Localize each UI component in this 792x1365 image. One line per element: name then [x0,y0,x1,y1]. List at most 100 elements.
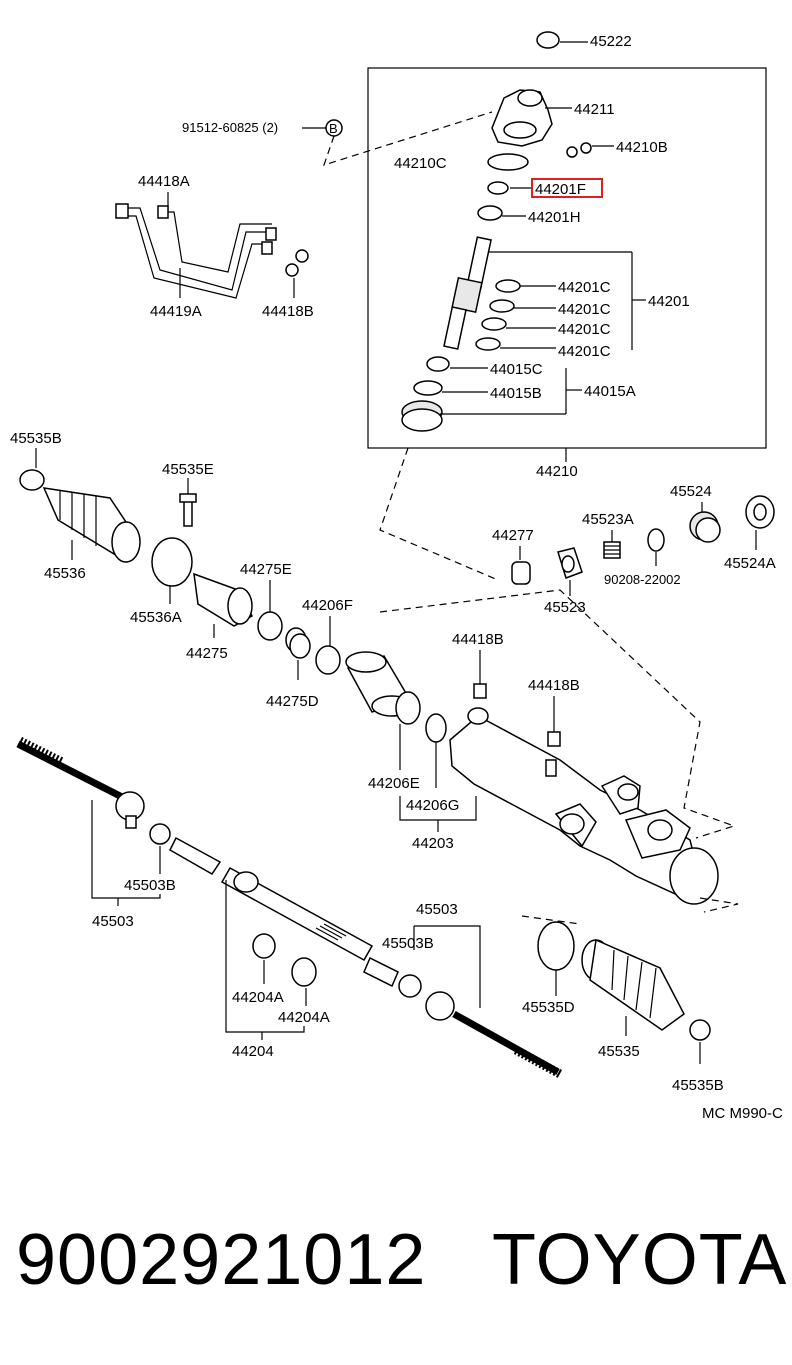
label-44201C-3: 44201C [558,321,611,338]
label-91512-60825: 91512-60825 (2) [182,120,278,135]
label-44418B-mid2: 44418B [528,677,580,694]
label-44015A: 44015A [584,383,636,400]
part-44201C-3[interactable] [481,317,507,331]
part-44275E-ring[interactable] [257,611,283,641]
part-44211[interactable] [491,89,553,147]
label-44206E: 44206E [368,775,420,792]
part-44015A[interactable] [401,400,443,432]
part-44210C[interactable] [487,153,529,171]
label-44204A-2: 44204A [278,1009,330,1026]
label-45523A: 45523A [582,511,634,528]
highlight-44201F [531,178,603,198]
label-45222: 45222 [590,33,632,50]
label-44201F: 44201F [535,181,586,198]
label-44201C-4: 44201C [558,343,611,360]
label-45535E: 45535E [162,461,214,478]
part-44206G-ring[interactable] [425,713,447,743]
part-44015B[interactable] [413,380,443,396]
label-44203: 44203 [412,835,454,852]
part-44419A-tubes[interactable] [115,203,277,299]
part-44201C-4[interactable] [475,337,501,351]
label-45523: 45523 [544,599,586,616]
label-44277: 44277 [492,527,534,544]
label-44418B-mid1: 44418B [452,631,504,648]
label-44201: 44201 [648,293,690,310]
part-45535E-bolt[interactable] [179,493,197,527]
label-44210C: 44210C [394,155,447,172]
label-45524A: 45524A [724,555,776,572]
part-45535B-bottom[interactable] [689,1019,711,1041]
part-44204A-1[interactable] [252,933,276,959]
part-44210B[interactable] [566,142,592,158]
part-44206F-seal[interactable] [315,645,341,675]
label-44275E: 44275E [240,561,292,578]
part-45536-boot[interactable] [42,487,141,563]
label-45503B-left: 45503B [124,877,176,894]
part-45222[interactable] [536,31,588,49]
part-44418B-mid1[interactable] [473,683,487,699]
part-44201C-2[interactable] [489,299,515,313]
label-44015B: 44015B [490,385,542,402]
label-44206G: 44206G [406,797,459,814]
label-45503-right: 45503 [416,901,458,918]
part-44418B-top[interactable] [285,249,309,277]
label-45535B-bottom: 45535B [672,1077,724,1094]
part-45523-yoke[interactable] [557,547,583,579]
part-44277-plug[interactable] [511,561,531,585]
label-45503-left: 45503 [92,913,134,930]
part-44204-rack[interactable] [169,836,399,988]
part-44015C[interactable] [426,356,450,372]
part-44201F[interactable] [487,181,509,195]
bolt-marker-letter: B [329,121,338,136]
label-44015C: 44015C [490,361,543,378]
part-45524A-locknut[interactable] [745,495,775,529]
part-45536A-clamp[interactable] [151,537,193,587]
label-44204A-1: 44204A [232,989,284,1006]
label-44204: 44204 [232,1043,274,1060]
label-45503B-right: 45503B [382,935,434,952]
part-44203-gear-housing[interactable] [449,707,719,905]
label-45524: 45524 [670,483,712,500]
label-45535D: 45535D [522,999,575,1016]
part-44206E-seal[interactable] [395,691,421,725]
label-44418B-top: 44418B [262,303,314,320]
label-45536A: 45536A [130,609,182,626]
label-44211: 44211 [574,101,615,118]
part-45503B-right-washer[interactable] [398,974,422,998]
part-45523A-spring[interactable] [603,541,621,559]
part-number: 9002921012 [16,1220,427,1300]
label-44201H: 44201H [528,209,581,226]
label-45535: 45535 [598,1043,640,1060]
label-44418A: 44418A [138,173,190,190]
part-45535B-top[interactable] [19,469,45,491]
part-90208-22002-washer[interactable] [647,528,665,552]
part-44418B-mid2[interactable] [547,731,561,747]
label-90208-22002: 90208-22002 [604,572,681,587]
label-45536: 45536 [44,565,86,582]
label-44210B: 44210B [616,139,668,156]
part-45524-adjuster[interactable] [689,511,721,543]
part-44275-bellows[interactable] [193,572,254,627]
part-45535D-clamp[interactable] [537,921,575,971]
label-44201C-2: 44201C [558,301,611,318]
part-44204A-2[interactable] [291,957,317,987]
label-44201C-1: 44201C [558,279,611,296]
part-45503-right-tie-rod[interactable] [425,991,563,1078]
part-44275D-bushing[interactable] [285,627,311,659]
part-44201-valve-shaft[interactable] [443,236,492,350]
label-44275D: 44275D [266,693,319,710]
valve-assembly-box [367,67,767,449]
footer: 9002921012 TOYOTA [0,1215,792,1325]
part-45503B-left-washer[interactable] [149,823,171,845]
label-44419A: 44419A [150,303,202,320]
label-44206F: 44206F [302,597,353,614]
brand-name: TOYOTA [492,1220,788,1300]
diagram-code: MC M990-C [702,1105,783,1122]
part-44201H[interactable] [477,205,503,221]
steering-gear-exploded-diagram: 45222 44211 91512-60825 (2) B 44210B 442… [10,31,783,1122]
part-45535-boot[interactable] [581,938,685,1031]
label-44275: 44275 [186,645,228,662]
label-45535B-top: 45535B [10,430,62,447]
part-44201C-1[interactable] [495,279,521,293]
part-45503-left-tie-rod[interactable] [16,736,145,829]
